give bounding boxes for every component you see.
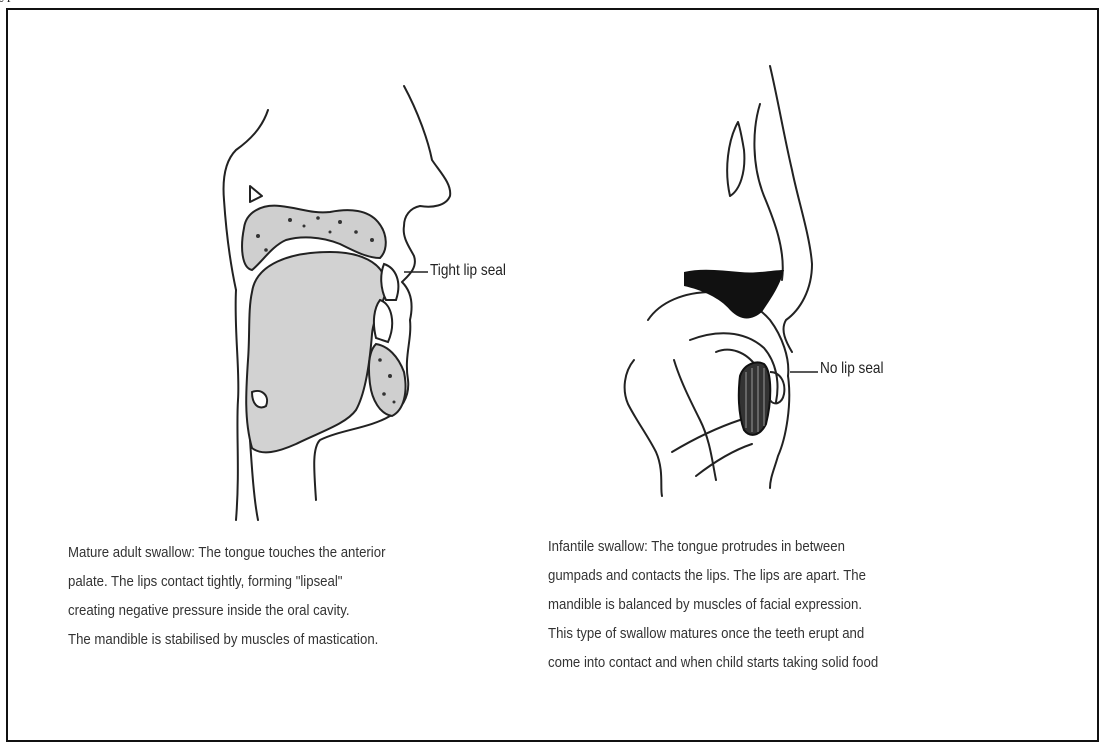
tight-lip-seal-label: Tight lip seal xyxy=(430,262,506,280)
adult-pharynx-inner xyxy=(250,440,258,520)
caption-line: palate. The lips contact tightly, formin… xyxy=(68,567,385,596)
infant-soft-palate xyxy=(684,270,784,319)
caption-line: Infantile swallow: The tongue protrudes … xyxy=(548,532,878,561)
adult-pharynx-wall xyxy=(236,290,239,520)
caption-line: This type of swallow matures once the te… xyxy=(548,619,878,648)
infant-nasal-contour-2 xyxy=(754,104,782,280)
caption-line: mandible is balanced by muscles of facia… xyxy=(548,590,878,619)
adult-mandible xyxy=(369,344,406,416)
adult-lower-incisor xyxy=(374,300,392,342)
infant-nasal-contour xyxy=(727,122,744,196)
infant-tongue-tip xyxy=(739,363,770,435)
caption-line: The mandible is stabilised by muscles of… xyxy=(68,625,385,654)
infant-throat-inner xyxy=(674,360,716,480)
caption-line: creating negative pressure inside the or… xyxy=(68,596,385,625)
infant-throat xyxy=(625,360,662,496)
adult-upper-incisor xyxy=(381,264,398,300)
infant-face-profile xyxy=(770,66,812,352)
caption-line: gumpads and contacts the lips. The lips … xyxy=(548,561,878,590)
adult-tongue xyxy=(246,252,386,452)
infant-floor-line-2 xyxy=(696,444,752,476)
infant-swallow-caption: Infantile swallow: The tongue protrudes … xyxy=(548,532,878,677)
infant-jaw-lower xyxy=(770,376,789,488)
no-lip-seal-label: No lip seal xyxy=(820,360,883,378)
caption-line: Mature adult swallow: The tongue touches… xyxy=(68,538,385,567)
caption-line: come into contact and when child starts … xyxy=(548,648,878,677)
adult-swallow-caption: Mature adult swallow: The tongue touches… xyxy=(68,538,385,654)
adult-nasal-triangle xyxy=(250,186,262,202)
